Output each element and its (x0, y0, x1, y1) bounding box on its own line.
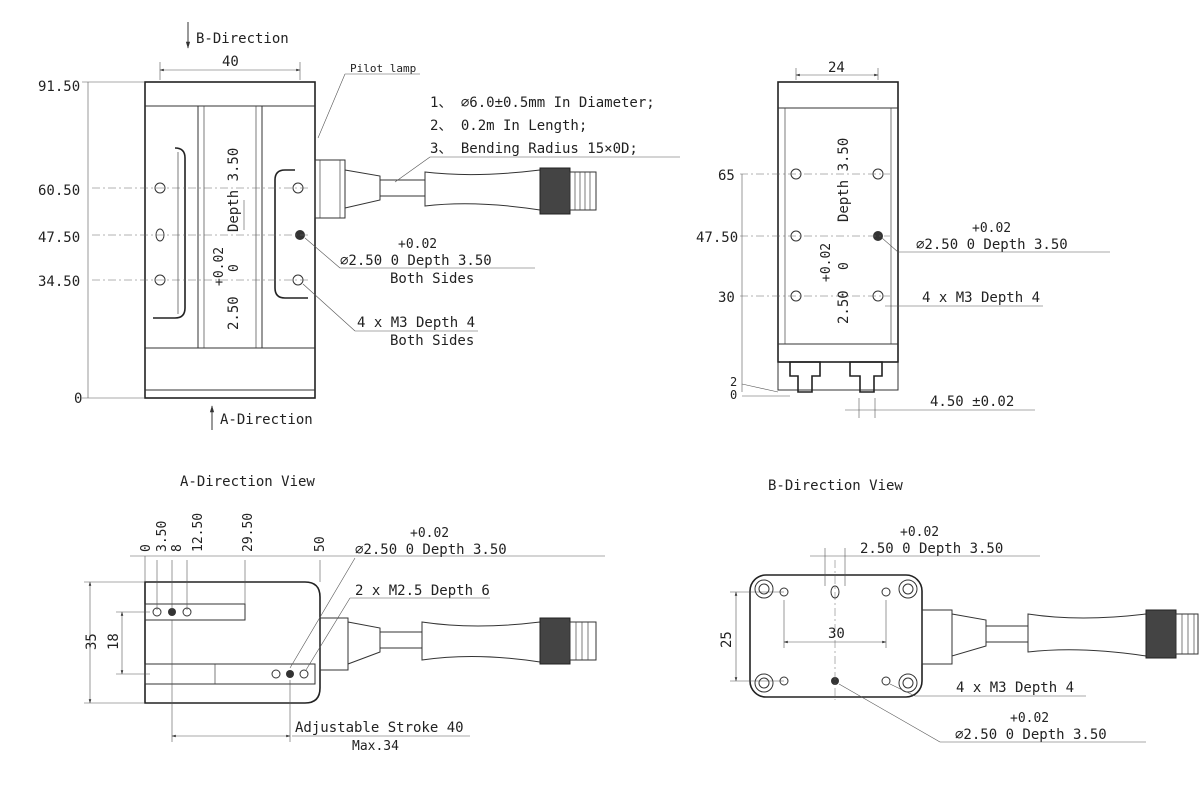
dim-30: 30 (718, 290, 735, 306)
depth-vertical-label: Depth 3.50 (226, 148, 242, 232)
a-dim-35: 35 (84, 633, 100, 650)
diameter-vertical: 2.50 (226, 296, 242, 330)
center-rail (197, 105, 263, 349)
a-direction-label: A-Direction (220, 412, 313, 428)
corner-screw-icon (758, 677, 770, 689)
corner-screw-icon (902, 583, 914, 595)
dim-0-end: 0 (730, 388, 737, 402)
dim-91-50: 91.50 (38, 79, 80, 95)
m25-callout: 2 x M2.5 Depth 6 (355, 583, 490, 599)
tolerance-plus: +0.02 (212, 247, 227, 286)
base-plate (777, 362, 899, 391)
cable-spec-1: 1、 ∅6.0±0.5mm In Diameter; (430, 95, 655, 111)
a-body (144, 581, 321, 704)
b-dim-30: 30 (828, 626, 845, 642)
tolerance-zero: 0 (227, 264, 242, 272)
dim-47-50-end: 47.50 (696, 230, 738, 246)
dim-65: 65 (718, 168, 735, 184)
slot-width-callout: 4.50 ±0.02 (930, 394, 1014, 410)
connector-nut (539, 167, 571, 215)
cable-sleeve (424, 169, 541, 211)
a-dim-3-50: 3.50 (155, 521, 170, 552)
hole-both-sides: Both Sides (390, 271, 474, 287)
side-view: B-Direction (38, 22, 680, 430)
a-cable-sleeve (421, 621, 541, 663)
cable-spec-2: 2、 0.2m In Length; (430, 118, 587, 134)
b-connector-thread (1175, 613, 1199, 655)
a-dim-18: 18 (106, 633, 122, 650)
b-m3-callout: 4 x M3 Depth 4 (956, 680, 1074, 696)
pin-hole-icon (873, 231, 883, 241)
b-bottom-tolerance: +0.02 (1010, 711, 1049, 726)
a-dim-8: 8 (170, 544, 185, 552)
dim-60-50: 60.50 (38, 183, 80, 199)
b-connector-nut (1145, 609, 1177, 659)
end-body (777, 81, 899, 363)
end-tolerance-plus: +0.02 (819, 243, 834, 282)
a-rail-top (144, 603, 246, 621)
corner-screw-icon (902, 677, 914, 689)
right-handle (274, 169, 308, 299)
a-dim-29-50: 29.50 (241, 513, 256, 552)
t-slot (789, 361, 821, 393)
pin-hole-icon (831, 677, 839, 685)
b-dim-25: 25 (719, 631, 735, 648)
end-hole-callout: ∅2.50 0 Depth 3.50 (916, 237, 1068, 253)
hole-icon (271, 669, 281, 679)
b-direction-label: B-Direction (196, 31, 289, 47)
corner-screw-icon (758, 583, 770, 595)
a-dim-50: 50 (313, 536, 328, 552)
a-connector-thread (569, 621, 597, 661)
dim-2: 2 (730, 375, 737, 389)
end-tolerance-zero: 0 (837, 262, 852, 270)
a-hole-callout: ∅2.50 0 Depth 3.50 (355, 542, 507, 558)
b-cable-sleeve (1027, 613, 1147, 657)
b-top-callout: 2.50 0 Depth 3.50 (860, 541, 1003, 557)
a-dim-0: 0 (139, 544, 154, 552)
pilot-lamp-label: Pilot lamp (350, 62, 416, 75)
dim-zero: 0 (74, 391, 82, 407)
m3-callout: 4 x M3 Depth 4 (357, 315, 475, 331)
stroke-max: Max.34 (352, 739, 399, 754)
left-handle (153, 147, 186, 319)
end-hole-tolerance: +0.02 (972, 221, 1011, 236)
end-depth-vertical: Depth 3.50 (836, 138, 852, 222)
hole-callout: ∅2.50 0 Depth 3.50 (340, 253, 492, 269)
end-diameter-vertical: 2.50 (836, 290, 852, 324)
hole-icon (154, 182, 166, 194)
a-direction-view: A-Direction View 0 3.50 8 12.50 (84, 474, 605, 754)
t-slot (849, 361, 883, 393)
dim-47-50: 47.50 (38, 230, 80, 246)
b-top-tolerance: +0.02 (900, 525, 939, 540)
width-dimension: 40 (222, 54, 239, 70)
pin-hole-icon (286, 670, 294, 678)
end-m3-callout: 4 x M3 Depth 4 (922, 290, 1040, 306)
b-cable-gland (921, 609, 953, 665)
a-view-title: A-Direction View (180, 474, 315, 490)
a-hole-tolerance: +0.02 (410, 526, 449, 541)
slide-body (144, 81, 316, 399)
b-bottom-callout: ∅2.50 0 Depth 3.50 (955, 727, 1107, 743)
m3-both-sides: Both Sides (390, 333, 474, 349)
hole-icon (299, 669, 309, 679)
a-connector-nut (539, 617, 571, 665)
hole-icon (154, 274, 166, 286)
hole-icon (881, 587, 891, 597)
a-cable-gland (319, 617, 349, 671)
stroke-label: Adjustable Stroke 40 (295, 720, 464, 736)
end-view: 24 65 47.50 30 2 0 Depth 3.50 +0.02 0 2.… (696, 60, 1110, 418)
dim-34-50: 34.50 (38, 274, 80, 290)
hole-icon (881, 676, 891, 686)
a-dim-12-50: 12.50 (191, 513, 206, 552)
pin-hole-icon (168, 608, 176, 616)
connector-thread (569, 171, 597, 211)
cable-spec-3: 3、 Bending Radius 15×0D; (430, 141, 638, 157)
end-width-dimension: 24 (828, 60, 845, 76)
cable-gland (314, 159, 346, 219)
hole-tolerance: +0.02 (398, 237, 437, 252)
b-view-title: B-Direction View (768, 478, 903, 494)
b-direction-view: B-Direction View +0.02 2.50 0 Depth 3.50 (719, 478, 1199, 743)
